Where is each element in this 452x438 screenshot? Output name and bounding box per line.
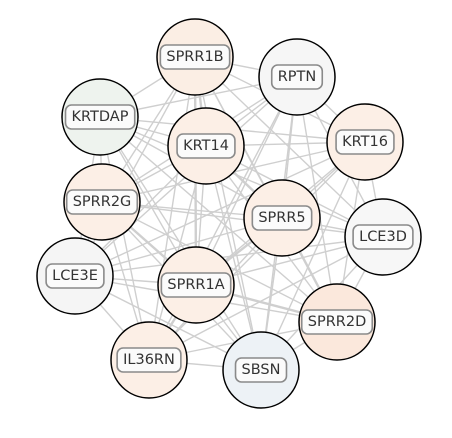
node-sprr2d[interactable]: SPRR2D [298,283,376,361]
edge-sprr2g-lce3d [101,201,384,238]
node-label: SPRR1A [167,277,224,293]
node-label: SPRR5 [258,210,305,226]
node-label: RPTN [278,69,317,85]
node-label: KRT16 [342,134,388,150]
node-sprr5[interactable]: SPRR5 [243,179,321,257]
node-krt16[interactable]: KRT16 [326,103,404,181]
node-label: SPRR1B [166,49,223,65]
node-label: LCE3E [52,268,98,284]
node-label: SPRR2G [73,194,132,210]
node-label-box [300,309,374,335]
node-sbsn[interactable]: SBSN [222,331,300,409]
node-label: LCE3D [359,229,407,245]
node-label: SBSN [242,362,281,378]
node-rptn[interactable]: RPTN [258,38,336,116]
node-sprr2g[interactable]: SPRR2G [63,163,141,241]
node-label-box [159,44,231,70]
node-label-box [270,64,324,90]
node-krtdap[interactable]: KRTDAP [61,78,139,156]
node-label-box [176,133,236,159]
node-label: KRT14 [183,138,229,154]
node-lce3e[interactable]: LCE3E [36,237,114,315]
node-label-box [116,347,182,373]
node-label-box [64,104,136,130]
edge-krtdap-sprr2d [99,116,338,323]
node-krt14[interactable]: KRT14 [167,107,245,185]
node-label-box [45,263,105,289]
node-label-box [160,272,232,298]
edge-krtdap-il36rn [99,116,150,361]
edge-lce3d-il36rn [148,236,384,361]
node-lce3d[interactable]: LCE3D [344,198,422,276]
node-label-box [335,129,395,155]
edge-krtdap-lce3d [99,116,384,238]
node-sprr1b[interactable]: SPRR1B [156,18,234,96]
node-label-box [352,224,414,250]
node-il36rn[interactable]: IL36RN [110,321,188,399]
node-label: IL36RN [123,352,175,368]
edge-lce3d-lce3e [74,236,384,277]
node-label: SPRR2D [308,314,367,330]
node-label-box [234,357,288,383]
node-label: KRTDAP [72,109,129,125]
edge-krt16-sbsn [260,141,366,371]
node-sprr1a[interactable]: SPRR1A [157,246,235,324]
edge-rptn-sprr2d [296,76,338,323]
edge-krt16-lce3e [74,141,366,277]
node-label-box [251,205,313,231]
edge-krt16-il36rn [148,141,366,361]
node-label-box [65,189,139,215]
